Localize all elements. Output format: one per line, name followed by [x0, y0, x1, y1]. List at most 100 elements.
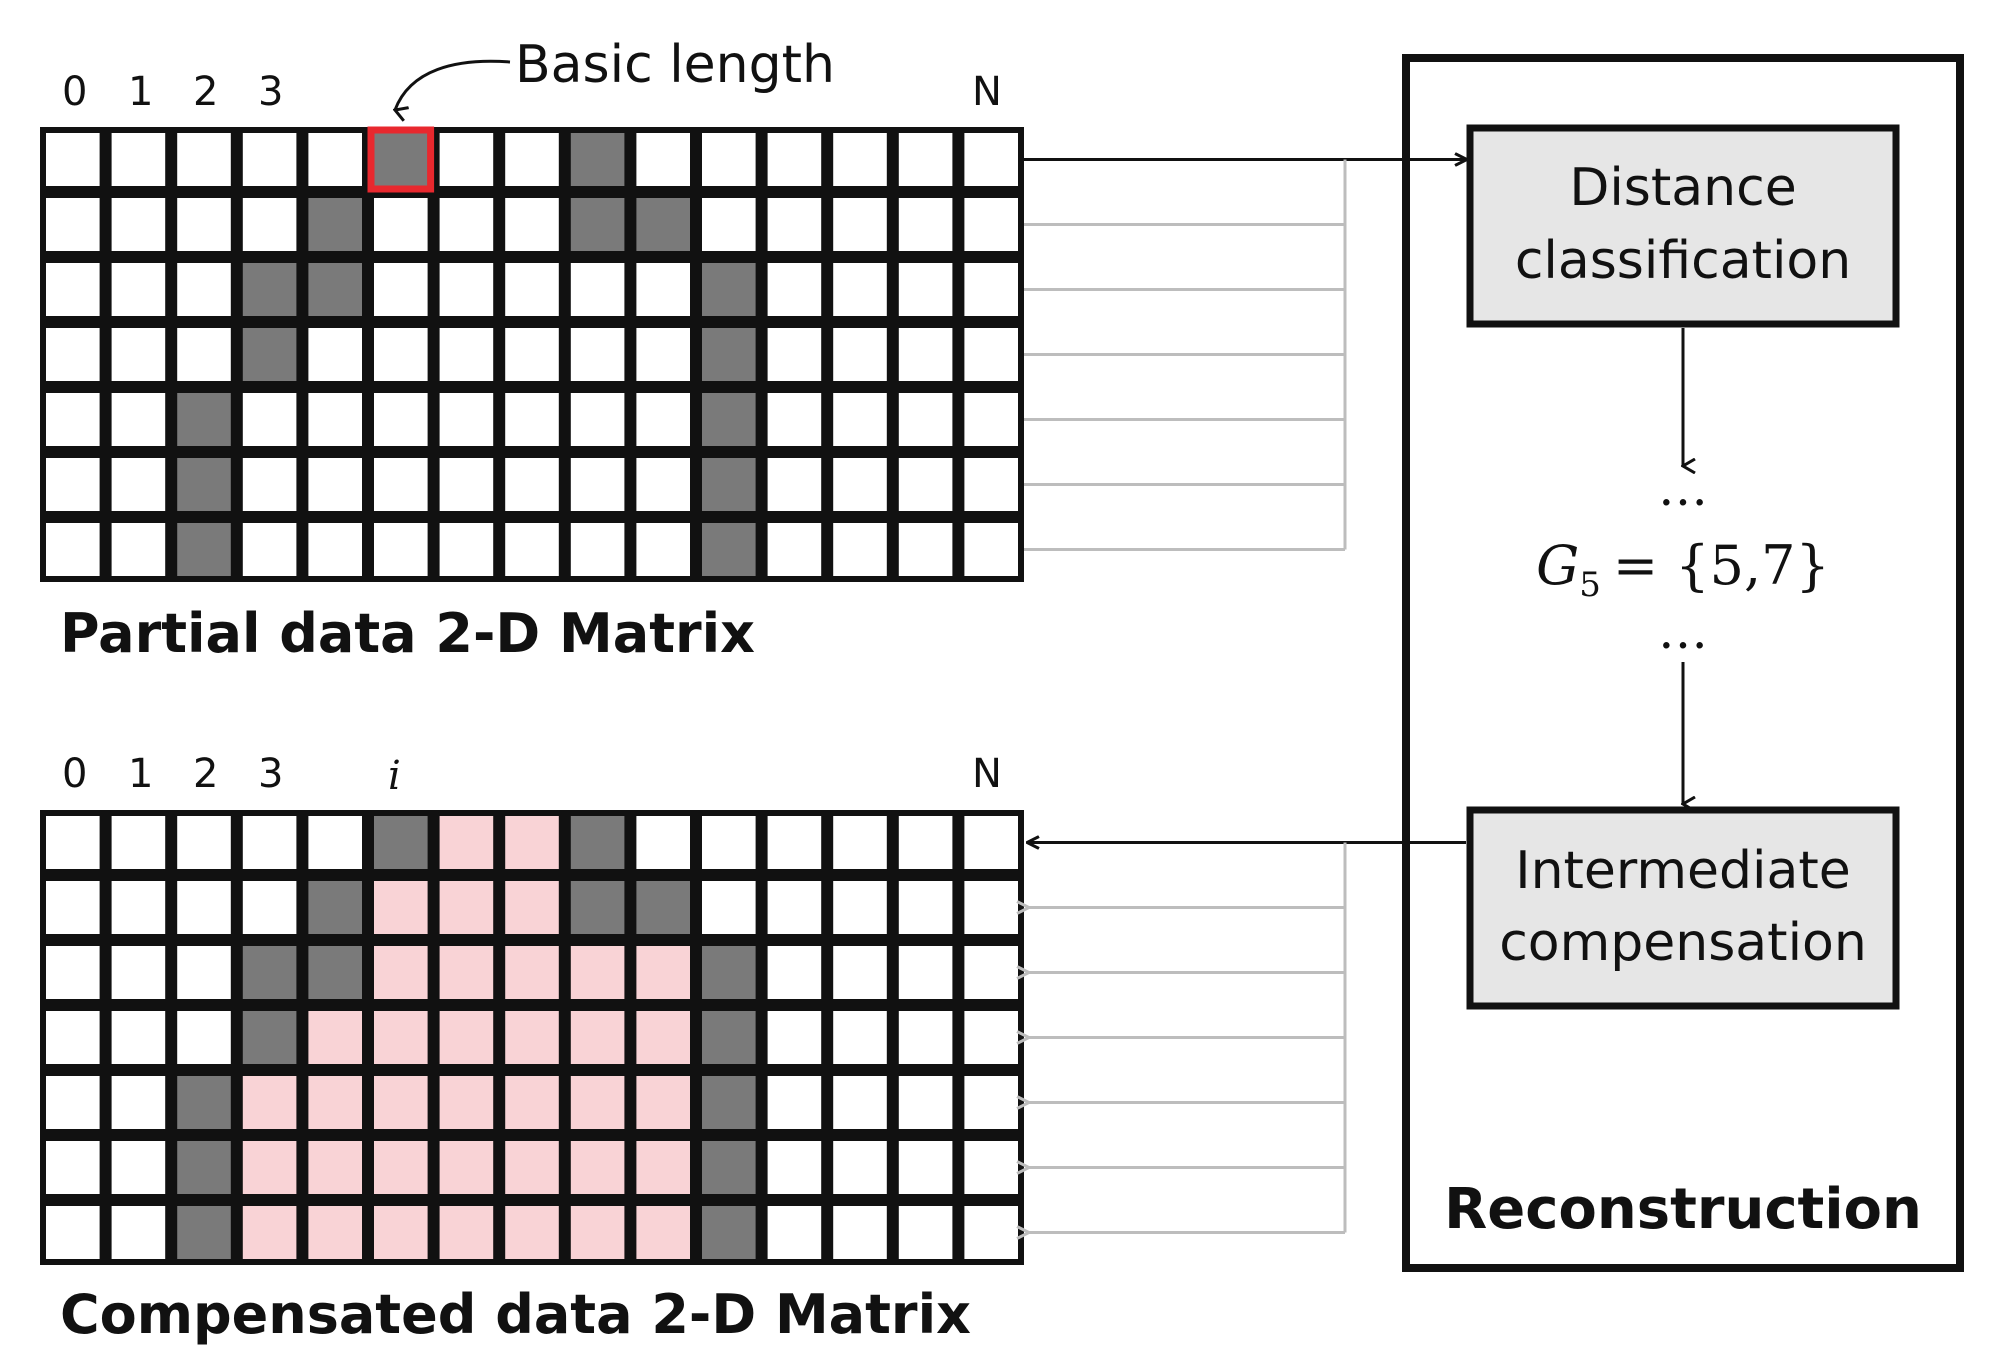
- bottom-matrix-grid: [40, 810, 1024, 1265]
- top-cell-r3-c4: [308, 328, 362, 381]
- top-cell-r5-c14: [964, 458, 1018, 511]
- bottom-cell-r6-c5: [374, 1206, 428, 1259]
- top-cell-r1-c14: [964, 198, 1018, 251]
- top-cell-r2-c6: [439, 263, 494, 316]
- top-cell-r6-c1: [111, 523, 166, 576]
- bottom-cell-r0-c5: [374, 816, 428, 869]
- top-matrix-grid: [40, 126, 1024, 582]
- bottom-cell-r1-c12: [833, 881, 887, 934]
- top-cell-r6-c6: [439, 523, 494, 576]
- bottom-cell-r0-c4: [308, 816, 362, 869]
- top-cell-r2-c7: [505, 263, 559, 316]
- bottom-cell-r2-c4: [308, 946, 362, 999]
- bottom-cell-r0-c0: [46, 816, 100, 869]
- basic-length-label: Basic length: [515, 35, 835, 95]
- compensation-box-line1: Intermediate: [1515, 841, 1851, 901]
- top-cell-r5-c1: [111, 458, 166, 511]
- top-cell-r2-c13: [898, 263, 953, 316]
- compensation-box-line2: compensation: [1499, 913, 1867, 973]
- bottom-cell-r4-c14: [964, 1076, 1018, 1129]
- top-cell-r1-c5: [374, 198, 428, 251]
- top-cell-r6-c2: [177, 523, 231, 576]
- reconstruction-panel: Distance classification … G5= {5,7} … In…: [1402, 54, 1964, 1272]
- top-cell-r4-c7: [505, 393, 559, 446]
- bottom-cell-r5-c0: [46, 1141, 100, 1194]
- top-cell-r5-c3: [242, 458, 297, 511]
- bottom-cell-r4-c3: [242, 1076, 297, 1129]
- top-cell-r6-c10: [702, 523, 756, 576]
- top-cell-r2-c4: [308, 263, 362, 316]
- bottom-cell-r6-c8: [570, 1206, 625, 1259]
- top-cell-r5-c0: [46, 458, 100, 511]
- bottom-cell-r0-c11: [767, 816, 822, 869]
- bottom-cell-r0-c1: [111, 816, 166, 869]
- bottom-cell-r5-c13: [898, 1141, 953, 1194]
- top-cell-r0-c1: [111, 133, 166, 186]
- top-cell-r0-c14: [964, 133, 1018, 186]
- bottom-cell-r0-c2: [177, 816, 231, 869]
- bottom-col-label-i: i: [388, 753, 401, 799]
- ellipsis-top: …: [1658, 459, 1708, 517]
- top-cell-r0-c4: [308, 133, 362, 186]
- bottom-cell-r4-c2: [177, 1076, 231, 1129]
- bottom-cell-r3-c1: [111, 1011, 166, 1064]
- bottom-cell-r1-c11: [767, 881, 822, 934]
- bottom-cell-r4-c8: [570, 1076, 625, 1129]
- bottom-cell-r6-c11: [767, 1206, 822, 1259]
- bottom-cell-r4-c0: [46, 1076, 100, 1129]
- top-cell-r2-c14: [964, 263, 1018, 316]
- top-cell-r3-c14: [964, 328, 1018, 381]
- bottom-col-label-n: N: [972, 751, 1002, 797]
- top-cell-r4-c9: [636, 393, 690, 446]
- bottom-cell-r1-c2: [177, 881, 231, 934]
- top-cell-r5-c9: [636, 458, 690, 511]
- bottom-cell-r2-c8: [570, 946, 625, 999]
- bottom-cell-r4-c1: [111, 1076, 166, 1129]
- bottom-cell-r0-c14: [964, 816, 1018, 869]
- bottom-cell-r0-c7: [505, 816, 559, 869]
- top-cell-r3-c5: [374, 328, 428, 381]
- top-cell-r4-c4: [308, 393, 362, 446]
- top-cell-r6-c0: [46, 523, 100, 576]
- bottom-cell-r3-c8: [570, 1011, 625, 1064]
- top-cell-r0-c5: [374, 133, 428, 186]
- reconstruction-frame: [1402, 54, 1964, 1272]
- top-cell-r1-c3: [242, 198, 297, 251]
- top-cell-r0-c10: [702, 133, 756, 186]
- top-cell-r3-c12: [833, 328, 887, 381]
- bottom-cell-r6-c6: [439, 1206, 494, 1259]
- top-cell-r3-c3: [242, 328, 297, 381]
- top-cell-r0-c7: [505, 133, 559, 186]
- bottom-cell-r2-c9: [636, 946, 690, 999]
- bottom-cell-r1-c6: [439, 881, 494, 934]
- bottom-cell-r4-c10: [702, 1076, 756, 1129]
- bottom-cell-r1-c1: [111, 881, 166, 934]
- bottom-cell-r1-c7: [505, 881, 559, 934]
- bottom-cell-r1-c0: [46, 881, 100, 934]
- bottom-cell-r4-c12: [833, 1076, 887, 1129]
- bottom-cell-r1-c5: [374, 881, 428, 934]
- top-cell-r5-c7: [505, 458, 559, 511]
- bottom-cell-r3-c13: [898, 1011, 953, 1064]
- top-cell-r5-c4: [308, 458, 362, 511]
- top-cell-r4-c0: [46, 393, 100, 446]
- bottom-cell-r5-c1: [111, 1141, 166, 1194]
- ellipsis-bottom: …: [1658, 602, 1708, 660]
- bottom-col-label-3: 3: [258, 751, 283, 797]
- basic-length-highlight: [367, 126, 435, 193]
- top-cell-r3-c2: [177, 328, 231, 381]
- bottom-cell-r6-c1: [111, 1206, 166, 1259]
- bottom-cell-r3-c10: [702, 1011, 756, 1064]
- top-cell-r5-c13: [898, 458, 953, 511]
- bottom-cell-r6-c10: [702, 1206, 756, 1259]
- top-cell-r1-c11: [767, 198, 822, 251]
- bottom-cell-r6-c2: [177, 1206, 231, 1259]
- top-cell-r4-c1: [111, 393, 166, 446]
- top-cell-r4-c11: [767, 393, 822, 446]
- bottom-cell-r5-c11: [767, 1141, 822, 1194]
- top-cell-r1-c9: [636, 198, 690, 251]
- bottom-cell-r3-c3: [242, 1011, 297, 1064]
- group-symbol: G: [1536, 534, 1579, 597]
- top-cell-r6-c4: [308, 523, 362, 576]
